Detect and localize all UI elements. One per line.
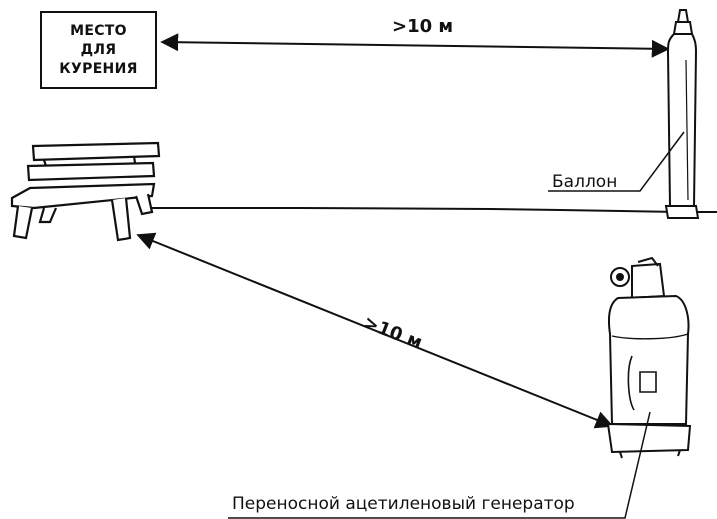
sign-line-1: МЕСТО: [70, 22, 127, 39]
generator-label: Переносной ацетиленовый генератор: [232, 494, 575, 514]
bench-icon: [10, 141, 161, 242]
acetylene-generator-icon: [606, 256, 692, 459]
ground-line: [150, 207, 717, 213]
sign-line-2: ДЛЯ: [80, 41, 117, 58]
smoking-area-sign: МЕСТО ДЛЯ КУРЕНИЯ: [40, 11, 157, 89]
distance-arrow-diagonal: [136, 232, 614, 429]
generator-leader-line: [228, 411, 651, 519]
cylinder-label: Баллон: [552, 172, 618, 192]
cylinder-leader-line: [548, 131, 685, 192]
sign-line-3: КУРЕНИЯ: [59, 60, 138, 77]
gas-cylinder-icon: [664, 9, 700, 219]
distance-arrow-top: [160, 33, 670, 58]
distance-label-top: >10 м: [392, 16, 454, 37]
